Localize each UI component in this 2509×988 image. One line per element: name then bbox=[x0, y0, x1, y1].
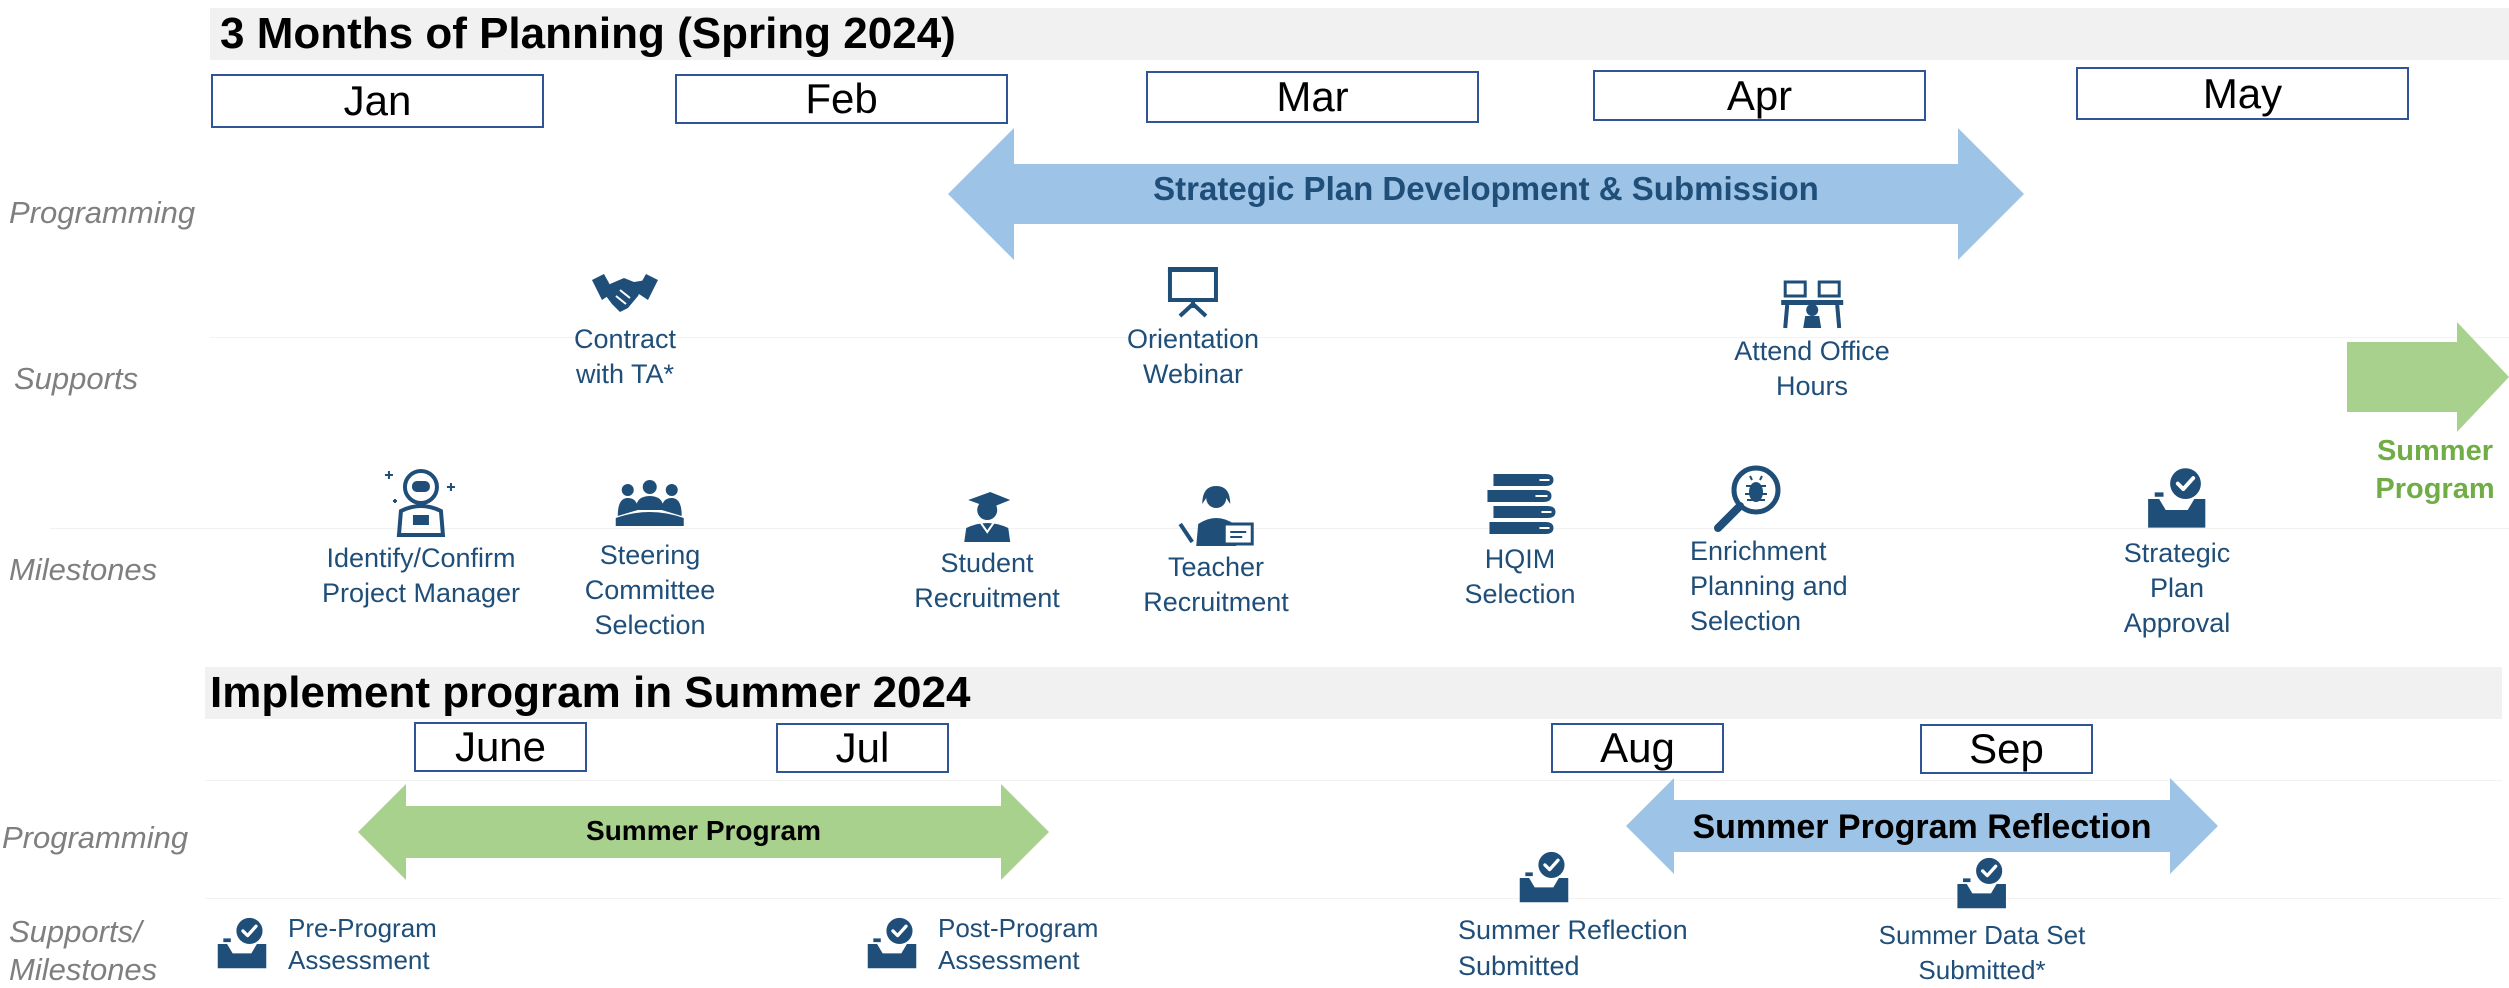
summer-title-band bbox=[205, 667, 2502, 719]
milestone-label-line: Recruitment bbox=[914, 583, 1060, 613]
item-label-line: Assessment bbox=[288, 945, 430, 975]
milestone-label-line: Student bbox=[940, 548, 1034, 578]
milestone-label-line: Strategic bbox=[2123, 538, 2231, 568]
presentation-board-icon bbox=[1167, 267, 1218, 318]
summer-program-arrow-label: Summer Program bbox=[2340, 432, 2509, 508]
item-label-line: Assessment bbox=[938, 945, 1080, 975]
summer-program-arrow-label: Summer Program bbox=[586, 815, 821, 846]
month-sep: Sep bbox=[1920, 724, 2093, 774]
inbox-check-icon bbox=[1954, 856, 2010, 912]
support-orientation-webinar: Orientation Webinar bbox=[1127, 266, 1259, 392]
milestone-project-manager: Identify/Confirm Project Manager bbox=[322, 465, 520, 611]
summer-program-arrow bbox=[358, 784, 1049, 880]
milestone-label-line: Teacher bbox=[1167, 552, 1265, 582]
inbox-check-icon bbox=[864, 916, 920, 972]
summer-reflection-arrow-label: Summer Program Reflection bbox=[1692, 808, 2152, 846]
item-label-line: Summer Data Set bbox=[1878, 920, 2086, 950]
milestone-pre-program-assessment: Pre-Program Assessment bbox=[214, 912, 437, 976]
milestone-summer-data-set-submitted: Summer Data Set Submitted* bbox=[1878, 856, 2086, 988]
milestone-steering-committee: Steering Committee Selection bbox=[584, 480, 716, 643]
spring-section-title: 3 Months of Planning (Spring 2024) bbox=[220, 9, 956, 58]
row-divider bbox=[205, 780, 2502, 781]
row-divider bbox=[210, 337, 2509, 338]
milestone-strategic-plan-approval: Strategic Plan Approval bbox=[2123, 466, 2231, 641]
month-apr: Apr bbox=[1593, 70, 1926, 121]
item-label-line: Post-Program bbox=[938, 913, 1099, 943]
milestone-enrichment-planning: Enrichment Planning and Selection bbox=[1690, 464, 1848, 639]
milestone-label-line: Selection bbox=[1690, 606, 1802, 636]
support-label-line: Hours bbox=[1775, 371, 1849, 401]
student-icon bbox=[963, 492, 1010, 542]
support-label-line: with TA* bbox=[575, 359, 675, 389]
handshake-icon bbox=[591, 274, 658, 312]
strategic-plan-arrow bbox=[948, 128, 2024, 260]
astronaut-icon bbox=[384, 469, 455, 537]
inbox-check-icon bbox=[214, 916, 270, 972]
summer-section-title: Implement program in Summer 2024 bbox=[210, 668, 971, 717]
row-label-supports: Supports/ bbox=[9, 914, 142, 949]
strategic-plan-arrow-label: Strategic Plan Development & Submission bbox=[1153, 170, 1819, 207]
milestone-label-line: Planning and bbox=[1690, 571, 1848, 601]
milestone-label-line: Identify/Confirm bbox=[326, 543, 516, 573]
milestone-label-line: HQIM bbox=[1484, 544, 1556, 574]
milestone-label-line: Recruitment bbox=[1143, 587, 1289, 617]
milestone-label-line: Selection bbox=[1464, 579, 1576, 609]
support-attend-office-hours: Attend Office Hours bbox=[1734, 278, 1890, 404]
summer-program-label-line: Program bbox=[2375, 473, 2495, 505]
item-label-line: Summer Reflection bbox=[1458, 915, 1688, 945]
support-label-line: Webinar bbox=[1142, 359, 1244, 389]
milestone-label-line: Approval bbox=[2123, 608, 2231, 638]
milestone-summer-reflection-submitted: Summer Reflection Submitted bbox=[1458, 850, 1688, 984]
item-label-line: Pre-Program bbox=[288, 913, 437, 943]
month-mar: Mar bbox=[1146, 71, 1479, 123]
month-june: June bbox=[414, 722, 587, 772]
summer-program-arrow bbox=[2347, 322, 2509, 432]
milestone-student-recruitment: Student Recruitment bbox=[914, 488, 1060, 616]
milestone-post-program-assessment: Post-Program Assessment bbox=[864, 912, 1098, 976]
magnifier-bug-icon bbox=[1714, 465, 1781, 532]
row-label-supports: Supports bbox=[14, 361, 139, 396]
inbox-check-icon bbox=[2144, 466, 2210, 532]
office-desks-icon bbox=[1781, 280, 1843, 329]
inbox-check-icon bbox=[1516, 850, 1572, 906]
milestone-label-line: Committee bbox=[584, 575, 716, 605]
row-divider bbox=[50, 528, 2509, 529]
month-may: May bbox=[2076, 67, 2409, 120]
row-label-programming: Programming bbox=[2, 820, 189, 855]
milestone-label-line: Plan bbox=[2149, 573, 2205, 603]
teacher-icon bbox=[1178, 486, 1254, 546]
summer-reflection-arrow bbox=[1626, 778, 2218, 874]
support-label-line: Attend Office bbox=[1734, 336, 1890, 366]
month-aug: Aug bbox=[1551, 723, 1724, 773]
milestone-label-line: Project Manager bbox=[321, 578, 521, 608]
milestone-teacher-recruitment: Teacher Recruitment bbox=[1143, 484, 1289, 620]
group-meeting-icon bbox=[616, 480, 684, 526]
milestone-label-line: Selection bbox=[594, 610, 706, 640]
month-jan: Jan bbox=[211, 74, 544, 128]
support-label-line: Orientation bbox=[1126, 324, 1260, 354]
support-contract-with-ta: Contract with TA* bbox=[574, 270, 676, 392]
milestone-hqim-selection: HQIM Selection bbox=[1464, 472, 1576, 612]
summer-program-label-line: Summer bbox=[2376, 435, 2494, 467]
spring-title-band bbox=[210, 8, 2509, 60]
item-label-line: Submitted* bbox=[1918, 955, 2046, 985]
month-jul: Jul bbox=[776, 723, 949, 773]
milestone-label-line: Steering bbox=[599, 540, 701, 570]
month-feb: Feb bbox=[675, 74, 1008, 124]
support-label-line: Contract bbox=[573, 324, 677, 354]
row-divider bbox=[205, 898, 2502, 899]
books-icon bbox=[1486, 474, 1555, 534]
row-label-programming: Programming bbox=[9, 195, 196, 230]
row-label-milestones: Milestones bbox=[9, 952, 158, 987]
row-label-milestones: Milestones bbox=[9, 552, 158, 587]
milestone-label-line: Enrichment bbox=[1690, 536, 1827, 566]
item-label-line: Submitted bbox=[1458, 951, 1580, 981]
